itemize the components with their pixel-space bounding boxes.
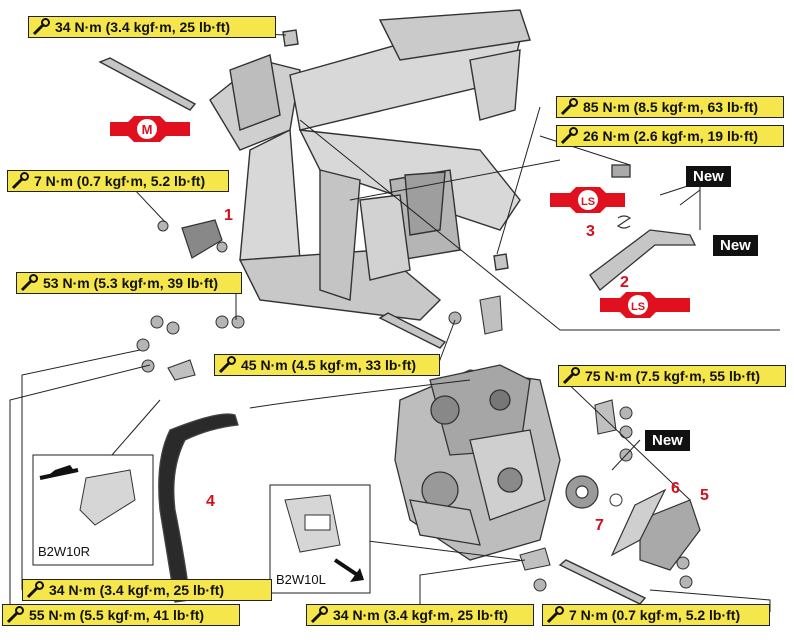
torque-label: 53 N·m (5.3 kgf·m, 39 lb·ft): [16, 272, 242, 294]
torque-value: 55 N·m (5.5 kgf·m, 41 lb·ft): [29, 607, 205, 623]
torque-label: 34 N·m (3.4 kgf·m, 25 lb·ft): [28, 16, 276, 38]
torque-label: 26 N·m (2.6 kgf·m, 19 lb·ft): [556, 125, 784, 147]
torque-label: 55 N·m (5.5 kgf·m, 41 lb·ft): [2, 604, 240, 626]
sprocket-7: [565, 475, 599, 509]
torque-value: 34 N·m (3.4 kgf·m, 25 lb·ft): [333, 607, 509, 623]
torque-wrench-icon: [5, 605, 25, 625]
callout-3: 3: [586, 223, 595, 240]
new-part-tag: New: [645, 430, 690, 451]
lube-mark-ls-top: LS: [550, 187, 625, 213]
lube-mark-ls-top-text: LS: [581, 196, 595, 208]
torque-wrench-icon: [309, 605, 329, 625]
spring-3: [616, 215, 632, 229]
torque-value: 7 N·m (0.7 kgf·m, 5.2 lb·ft): [34, 173, 206, 189]
torque-label: 7 N·m (0.7 kgf·m, 5.2 lb·ft): [7, 170, 229, 192]
torque-value: 45 N·m (4.5 kgf·m, 33 lb·ft): [241, 357, 417, 373]
torque-label: 7 N·m (0.7 kgf·m, 5.2 lb·ft): [542, 604, 770, 626]
torque-value: 34 N·m (3.4 kgf·m, 25 lb·ft): [55, 19, 231, 35]
cover-bracket-5-6: [610, 488, 701, 571]
torque-wrench-icon: [31, 17, 51, 37]
torque-wrench-icon: [561, 366, 581, 386]
torque-label: 34 N·m (3.4 kgf·m, 25 lb·ft): [306, 604, 534, 626]
torque-label: 85 N·m (8.5 kgf·m, 63 lb·ft): [556, 96, 784, 118]
torque-value: 85 N·m (8.5 kgf·m, 63 lb·ft): [583, 99, 759, 115]
torque-value: 7 N·m (0.7 kgf·m, 5.2 lb·ft): [569, 607, 741, 623]
torque-wrench-icon: [10, 171, 30, 191]
fasteners: [136, 220, 693, 592]
torque-value: 75 N·m (7.5 kgf·m, 55 lb·ft): [585, 368, 761, 384]
guard-1: [181, 219, 223, 259]
model-code-left: B2W10R: [38, 544, 91, 559]
long-bolts: [98, 29, 647, 605]
torque-label: 34 N·m (3.4 kgf·m, 25 lb·ft): [22, 579, 272, 601]
engine-assembly: [394, 364, 561, 561]
brackets: [167, 295, 617, 571]
torque-wrench-icon: [559, 97, 579, 117]
hose-4: [158, 413, 239, 603]
callout-6: 6: [671, 480, 680, 497]
detail-inset-left: [32, 454, 154, 566]
frame-assembly: [209, 9, 531, 321]
torque-label: 75 N·m (7.5 kgf·m, 55 lb·ft): [558, 365, 786, 387]
new-part-tag: New: [686, 166, 731, 187]
callout-4: 4: [206, 493, 215, 510]
new-part-tag: New: [713, 235, 758, 256]
torque-wrench-icon: [19, 273, 39, 293]
torque-label: 45 N·m (4.5 kgf·m, 33 lb·ft): [214, 354, 440, 376]
callout-1: 1: [224, 207, 233, 224]
lube-mark-m: M: [110, 116, 190, 142]
callout-5: 5: [700, 487, 709, 504]
torque-value: 53 N·m (5.3 kgf·m, 39 lb·ft): [43, 275, 219, 291]
lube-mark-m-text: M: [142, 122, 153, 137]
lube-mark-ls-bottom-text: LS: [631, 301, 645, 313]
brake-pedal-2: [589, 164, 697, 291]
torque-wrench-icon: [545, 605, 565, 625]
torque-value: 26 N·m (2.6 kgf·m, 19 lb·ft): [583, 128, 759, 144]
model-code-right: B2W10L: [276, 572, 326, 587]
callout-2: 2: [620, 274, 629, 291]
lube-mark-ls-bottom: LS: [600, 292, 690, 318]
torque-wrench-icon: [25, 580, 45, 600]
torque-wrench-icon: [559, 126, 579, 146]
torque-value: 34 N·m (3.4 kgf·m, 25 lb·ft): [49, 582, 225, 598]
detail-inset-right: [269, 484, 371, 594]
torque-wrench-icon: [217, 355, 237, 375]
callout-7: 7: [595, 517, 604, 534]
